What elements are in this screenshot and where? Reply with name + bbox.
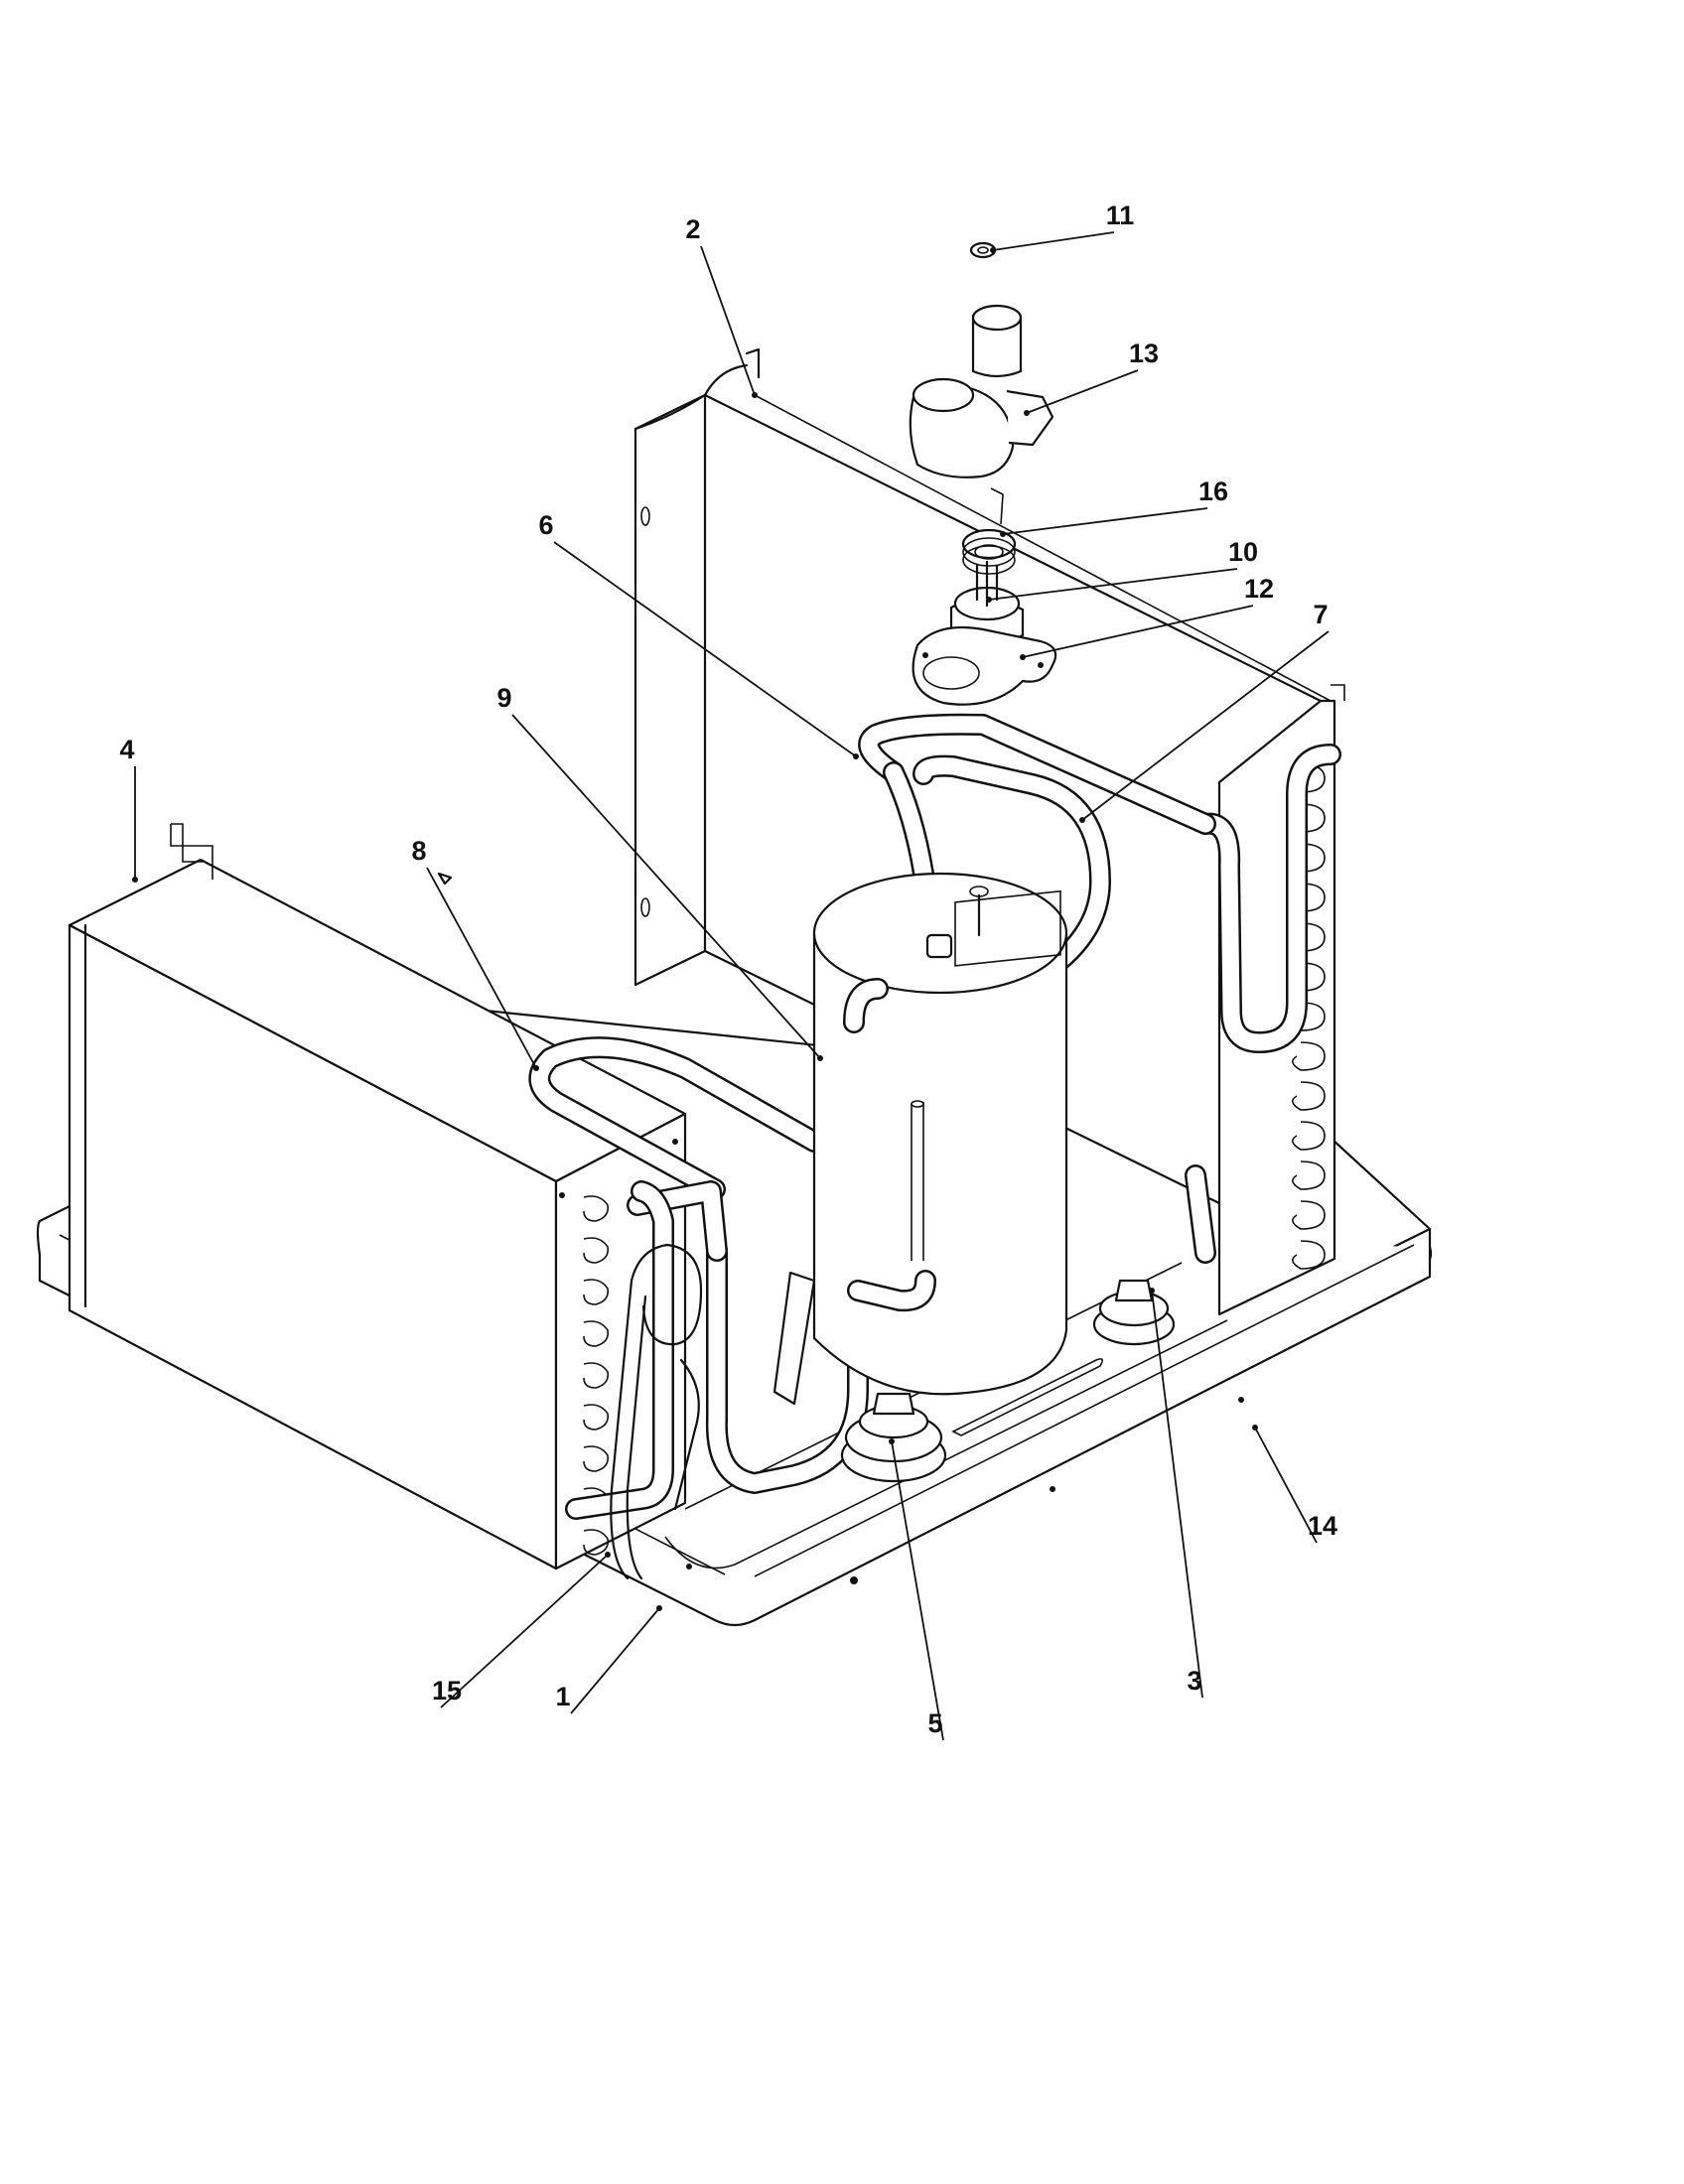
leader-arrow-12 [1020, 654, 1026, 660]
coil-hairpin [583, 1445, 610, 1472]
callout-label-6: 6 [538, 510, 553, 540]
leader-line-7 [1081, 630, 1330, 821]
leader-arrow-10 [986, 597, 992, 603]
leader-line-8 [426, 867, 537, 1069]
coil-hairpin [1292, 1200, 1326, 1230]
coil-hairpin [583, 1362, 610, 1389]
leader-line-10 [988, 568, 1238, 601]
left-coil-hairpins [565, 1180, 703, 1580]
leader-arrow-15 [605, 1552, 611, 1558]
leader-line-16 [1002, 507, 1208, 535]
leader-line-14 [1254, 1427, 1318, 1544]
callout-label-15: 15 [432, 1676, 462, 1706]
callout-label-8: 8 [411, 836, 426, 866]
leader-line-9 [511, 714, 821, 1059]
leader-line-12 [1022, 605, 1254, 658]
callout-label-12: 12 [1244, 574, 1274, 604]
screw-part-8 [437, 872, 453, 886]
coil-hairpin [583, 1195, 610, 1222]
coil-hairpin [1292, 1041, 1326, 1071]
callout-label-10: 10 [1228, 537, 1258, 567]
coil-hairpin [583, 1279, 610, 1305]
fan-nut [969, 241, 997, 259]
mounting-plate [912, 625, 1057, 706]
leader-line-3 [1151, 1290, 1203, 1699]
leader-arrow-11 [990, 247, 996, 253]
leader-line-1 [570, 1607, 660, 1714]
spring-clip [961, 528, 1017, 575]
callout-label-9: 9 [496, 683, 511, 713]
coil-hairpin [1292, 1240, 1326, 1270]
leader-arrow-14 [1252, 1425, 1258, 1431]
leader-arrow-1 [656, 1605, 662, 1611]
callout-label-4: 4 [119, 735, 134, 764]
leader-arrow-13 [1024, 410, 1030, 416]
callout-label-2: 2 [685, 214, 700, 244]
leader-arrow-2 [752, 392, 758, 398]
leader-arrow-8 [533, 1065, 539, 1071]
callout-label-13: 13 [1129, 339, 1159, 368]
leader-arrow-7 [1079, 817, 1085, 823]
callout-label-1: 1 [555, 1682, 570, 1711]
leader-line-13 [1026, 369, 1139, 414]
callout-label-14: 14 [1308, 1511, 1337, 1541]
fan-motor-assembly [909, 304, 1054, 525]
leader-arrow-3 [1149, 1288, 1155, 1294]
callout-label-11: 11 [1106, 201, 1135, 230]
coil-hairpin [583, 1320, 610, 1347]
callout-label-5: 5 [927, 1708, 942, 1738]
compressor [812, 872, 1068, 1396]
leader-arrow-4 [132, 877, 138, 883]
leader-arrow-16 [1000, 531, 1006, 537]
coil-hairpin [583, 1404, 610, 1431]
leader-line-5 [891, 1440, 944, 1741]
callout-label-16: 16 [1198, 477, 1228, 506]
coil-hairpin [583, 1237, 610, 1264]
leader-arrow-9 [817, 1055, 823, 1061]
leader-arrow-6 [853, 753, 859, 759]
coil-hairpin [1292, 1121, 1326, 1151]
leader-line-11 [992, 231, 1115, 251]
coil-hairpin [583, 1529, 610, 1556]
leader-line-6 [553, 541, 857, 757]
leader-line-2 [700, 245, 756, 396]
coil-hairpin [1292, 1081, 1326, 1111]
callout-leaders [132, 231, 1330, 1741]
leader-arrow-5 [889, 1438, 895, 1444]
coil-hairpin [1292, 1160, 1326, 1190]
left-coil-block [68, 823, 687, 1570]
leader-line-15 [440, 1554, 609, 1708]
callout-label-3: 3 [1187, 1666, 1201, 1696]
callout-label-7: 7 [1313, 600, 1328, 629]
